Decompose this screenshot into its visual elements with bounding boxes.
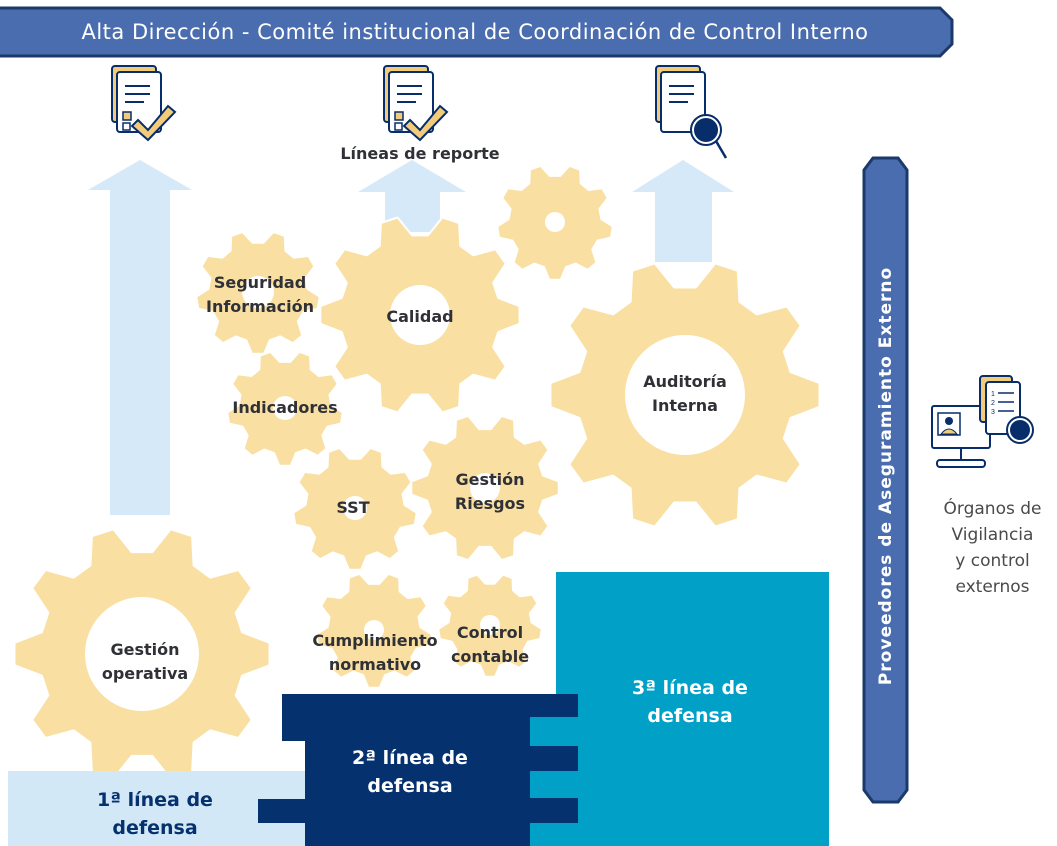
reporting-lines-label: Líneas de reporte	[340, 144, 500, 163]
gear-small-top-hole	[545, 212, 565, 232]
gear-seguridad-hole	[242, 276, 274, 308]
gear-cumplimiento-hole	[364, 620, 384, 640]
arrow-middle	[358, 160, 466, 232]
gear-label-calidad: Calidad	[386, 307, 454, 326]
gear-calidad-hole	[390, 285, 450, 345]
svg-text:2: 2	[991, 400, 995, 407]
gear-control-hole	[480, 615, 500, 635]
gears-group	[13, 164, 821, 780]
gear-label-sst: SST	[336, 498, 370, 517]
external-providers-label: Proveedores de Aseguramiento Externo	[876, 266, 896, 686]
monitor-document-icon: 1 2 3	[931, 375, 1034, 468]
document-search-icon	[655, 65, 728, 159]
svg-text:1: 1	[991, 391, 995, 398]
gear-control	[437, 573, 543, 678]
gear-label-indicadores: Indicadores	[232, 398, 338, 417]
defense-blocks	[8, 572, 829, 846]
second-line-block	[258, 694, 578, 846]
gear-auditoria-hole	[625, 335, 745, 455]
external-providers-bar	[862, 156, 909, 804]
header-title: Alta Dirección - Comité institucional de…	[81, 20, 869, 44]
external-organs-label: Órganos de Vigilancia y control externos	[943, 499, 1042, 597]
gear-calidad	[319, 216, 521, 414]
arrow-left	[88, 160, 192, 515]
document-check-icon	[383, 65, 449, 142]
gear-small-top	[496, 164, 614, 281]
svg-text:3: 3	[991, 409, 995, 416]
arrow-right	[632, 160, 734, 262]
gear-gestion-riesgos	[410, 414, 560, 562]
reporting-arrows	[88, 160, 734, 515]
gear-gestion-operativa	[13, 528, 271, 780]
gear-gestion-operativa-hole	[85, 597, 199, 711]
header-banner	[0, 6, 954, 58]
gear-indicadores	[226, 350, 344, 467]
gear-gestion-riesgos-hole	[470, 473, 500, 503]
document-check-icon	[111, 65, 177, 142]
gear-sst-hole	[343, 496, 367, 520]
gear-seguridad	[195, 230, 321, 355]
gear-indicadores-hole	[273, 396, 297, 420]
third-line-block	[530, 572, 829, 846]
gear-auditoria	[549, 262, 821, 528]
gear-cumplimiento	[315, 572, 433, 689]
